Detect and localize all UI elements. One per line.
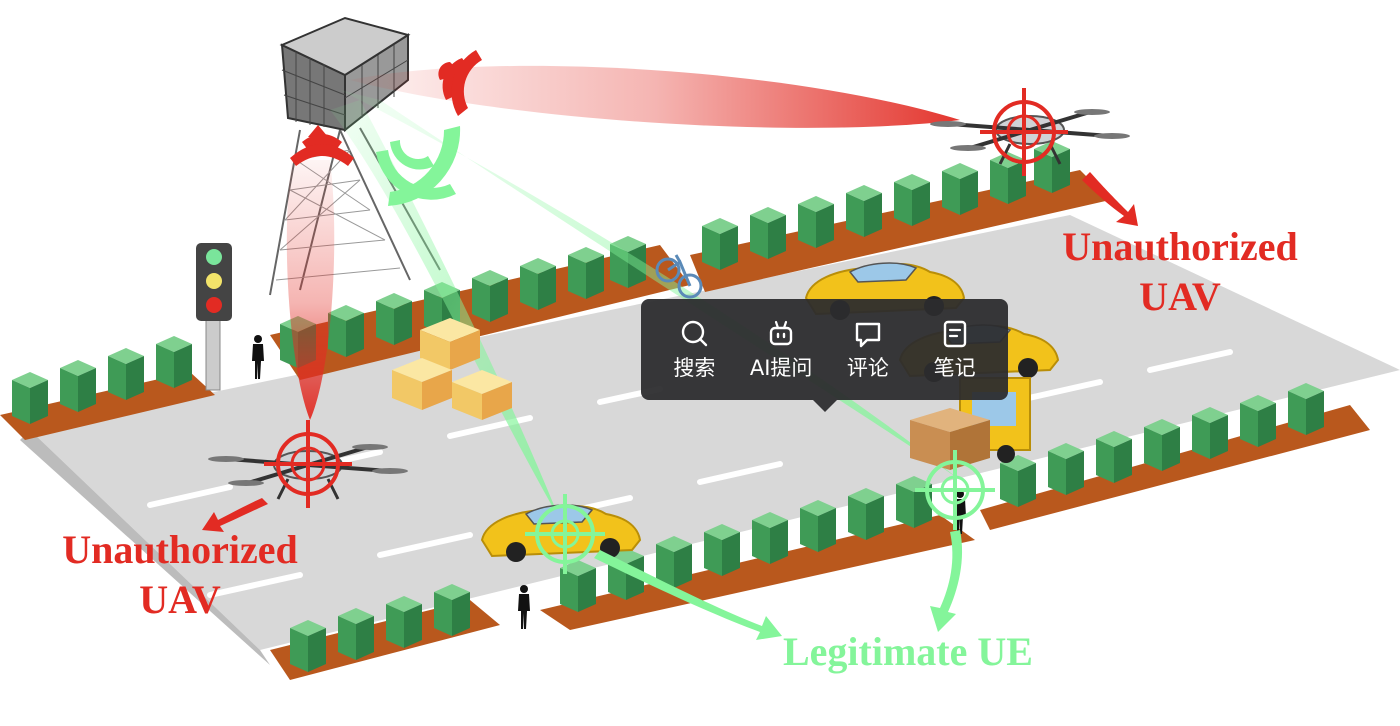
traffic-light bbox=[196, 243, 232, 391]
menu-label: 搜索 bbox=[673, 355, 716, 380]
pedestrian-road bbox=[518, 585, 530, 629]
legitimate-ue-label: Legitimate UE bbox=[783, 629, 1033, 674]
pedestrian-left bbox=[252, 335, 264, 379]
search-icon bbox=[682, 320, 708, 346]
red-arrow-right bbox=[1082, 172, 1138, 226]
menu-note-button[interactable]: 笔记 bbox=[915, 319, 995, 381]
green-signal-icon bbox=[376, 126, 461, 206]
menu-comment-button[interactable]: 评论 bbox=[828, 319, 908, 381]
red-arrow-left bbox=[202, 498, 268, 532]
label-line: Unauthorized bbox=[62, 527, 298, 572]
label-line: Unauthorized bbox=[1062, 224, 1298, 269]
menu-label: AI提问 bbox=[749, 355, 813, 380]
unauthorized-uav-label-right: Unauthorized UAV bbox=[1030, 222, 1330, 322]
menu-label: 评论 bbox=[846, 355, 889, 380]
jamming-beam-right bbox=[350, 65, 960, 128]
menu-label: 笔记 bbox=[933, 355, 976, 380]
jamming-beam-left bbox=[286, 160, 335, 420]
delivery-boxes bbox=[392, 318, 512, 420]
road bbox=[20, 215, 1400, 665]
menu-ai-ask-button[interactable]: AI提问 bbox=[741, 319, 821, 381]
red-signal-icon-left bbox=[290, 125, 354, 166]
ai-robot-icon bbox=[769, 320, 793, 345]
unauthorized-uav-label-left: Unauthorized UAV bbox=[30, 525, 330, 625]
delivery-truck bbox=[910, 377, 1031, 470]
menu-search-button[interactable]: 搜索 bbox=[654, 319, 734, 381]
label-line: UAV bbox=[139, 577, 221, 622]
note-icon bbox=[943, 320, 966, 347]
bicycle bbox=[655, 254, 703, 299]
green-arrow-car bbox=[594, 550, 782, 640]
label-line: UAV bbox=[1139, 274, 1221, 319]
green-arrow-truck bbox=[930, 530, 963, 632]
comment-icon bbox=[855, 322, 881, 347]
text-selection-menu: 搜索 AI提问 评论 笔记 bbox=[641, 299, 1008, 412]
communication-beam-car bbox=[330, 100, 560, 520]
red-signal-icon-top bbox=[438, 50, 482, 116]
